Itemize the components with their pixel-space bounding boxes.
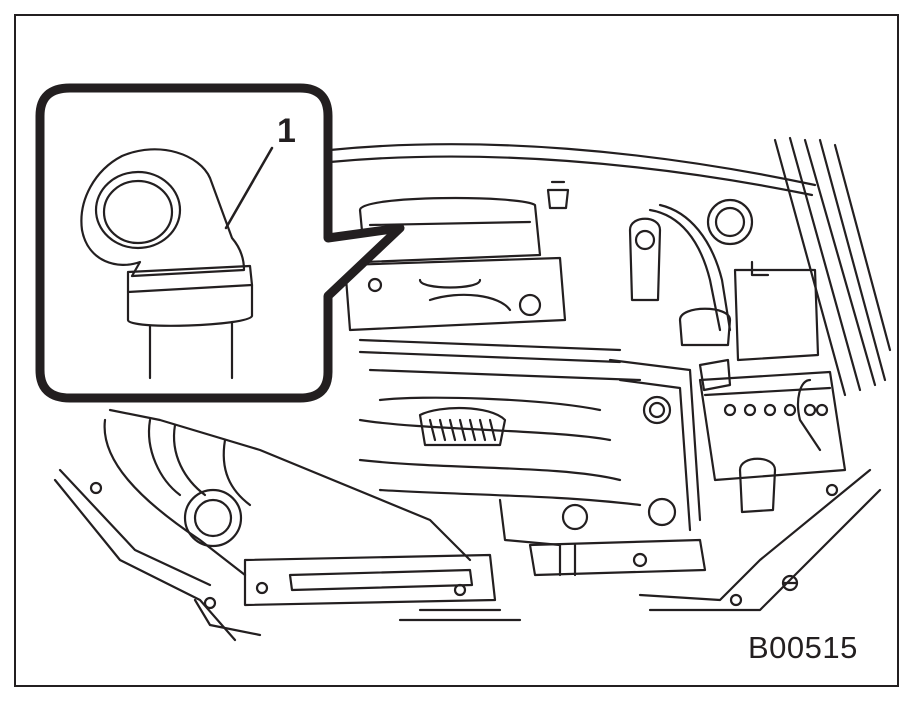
callout-number: 1 (277, 112, 296, 150)
inset-callout-frame (35, 83, 405, 403)
hood-lines (328, 136, 892, 397)
intake-manifold (343, 196, 707, 577)
air-intake-duct (103, 408, 497, 607)
reservoir-and-battery (546, 180, 847, 532)
figure-reference-code: B00515 (748, 630, 858, 665)
fuse-box-part-icon (80, 146, 274, 380)
radiator-support (53, 468, 882, 642)
figure-border (14, 14, 899, 687)
